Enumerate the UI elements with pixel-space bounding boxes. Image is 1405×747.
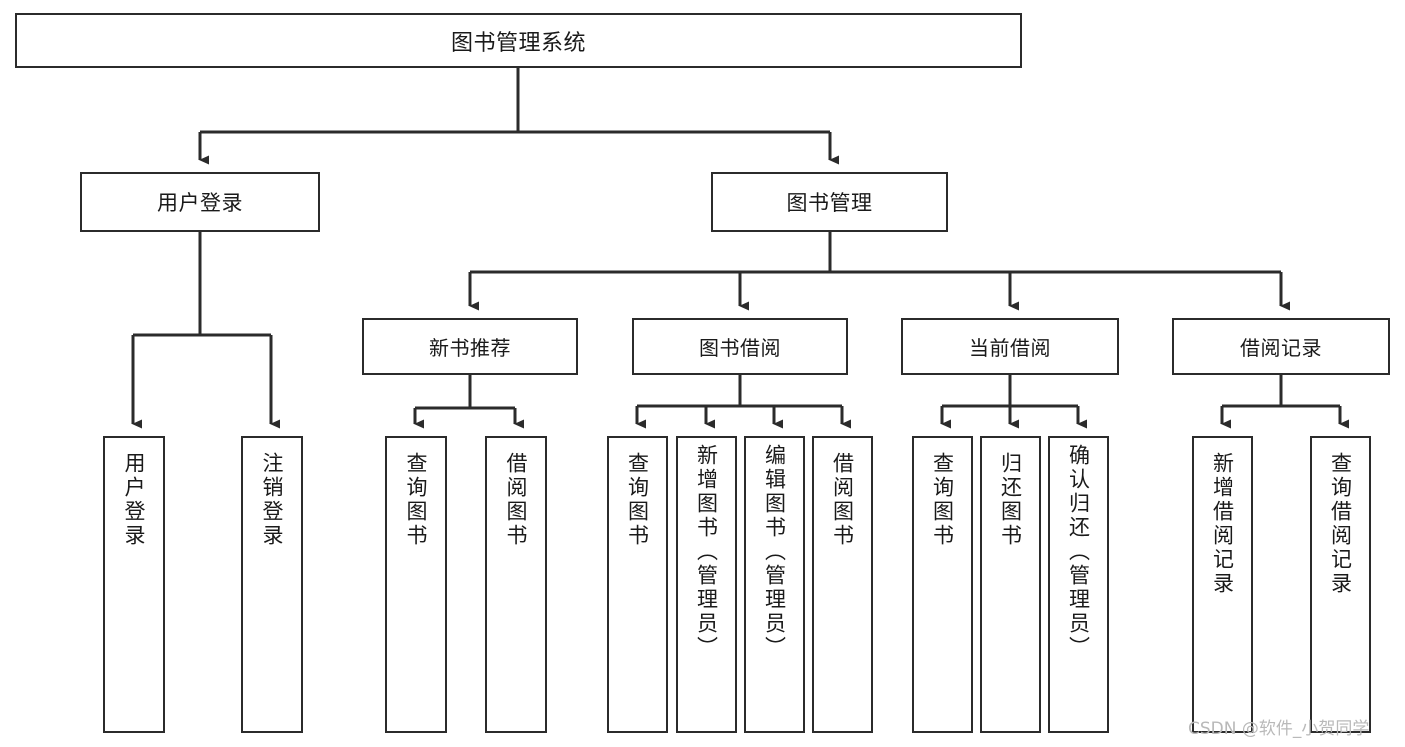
node-label: 用户登录 xyxy=(122,452,147,548)
leaf-book-borrow-query-book[interactable]: 查询图书 xyxy=(607,436,668,733)
node-label: 图书管理 xyxy=(786,191,873,215)
leaf-current-borrow-query-book[interactable]: 查询图书 xyxy=(912,436,973,733)
node-label: 借阅图书 xyxy=(830,452,855,548)
node-label: 借阅图书 xyxy=(504,452,529,548)
node-root-book-management-system[interactable]: 图书管理系统 xyxy=(15,13,1022,68)
node-label: 查询借阅记录 xyxy=(1328,452,1353,596)
node-label: 当前借阅 xyxy=(969,336,1051,360)
node-label: 图书管理系统 xyxy=(450,30,586,56)
leaf-book-borrow-add-book-admin[interactable]: 新增图书（管理员） xyxy=(676,436,737,733)
leaf-user-login-login[interactable]: 用户登录 xyxy=(103,436,165,733)
node-label: 查询图书 xyxy=(404,452,429,548)
node-label: 用户登录 xyxy=(157,191,243,215)
node-label: 确认归还（管理员） xyxy=(1066,444,1091,660)
leaf-borrow-record-add-record[interactable]: 新增借阅记录 xyxy=(1192,436,1253,733)
node-current-borrow[interactable]: 当前借阅 xyxy=(901,318,1119,375)
node-book-borrow[interactable]: 图书借阅 xyxy=(632,318,848,375)
node-label: 查询图书 xyxy=(930,452,955,548)
node-label: 借阅记录 xyxy=(1240,336,1322,360)
node-label: 新增图书（管理员） xyxy=(694,444,719,660)
leaf-current-borrow-return-book[interactable]: 归还图书 xyxy=(980,436,1041,733)
leaf-new-book-borrow-book[interactable]: 借阅图书 xyxy=(485,436,547,733)
node-label: 查询图书 xyxy=(625,452,650,548)
node-new-book-recommend[interactable]: 新书推荐 xyxy=(362,318,578,375)
leaf-borrow-record-query-record[interactable]: 查询借阅记录 xyxy=(1310,436,1371,733)
leaf-current-borrow-confirm-return-admin[interactable]: 确认归还（管理员） xyxy=(1048,436,1109,733)
leaf-book-borrow-edit-book-admin[interactable]: 编辑图书（管理员） xyxy=(744,436,805,733)
node-label: 归还图书 xyxy=(998,452,1023,548)
node-label: 新书推荐 xyxy=(429,336,511,360)
node-label: 注销登录 xyxy=(260,452,285,548)
node-label: 新增借阅记录 xyxy=(1210,452,1235,596)
leaf-user-login-logout[interactable]: 注销登录 xyxy=(241,436,303,733)
node-borrow-record[interactable]: 借阅记录 xyxy=(1172,318,1390,375)
csdn-watermark: CSDN @软件_小贺同学 xyxy=(1188,719,1370,739)
node-user-login[interactable]: 用户登录 xyxy=(80,172,320,232)
node-label: 图书借阅 xyxy=(699,336,781,360)
node-book-management[interactable]: 图书管理 xyxy=(711,172,948,232)
leaf-book-borrow-borrow-book[interactable]: 借阅图书 xyxy=(812,436,873,733)
node-label: 编辑图书（管理员） xyxy=(762,444,787,660)
leaf-new-book-query-book[interactable]: 查询图书 xyxy=(385,436,447,733)
